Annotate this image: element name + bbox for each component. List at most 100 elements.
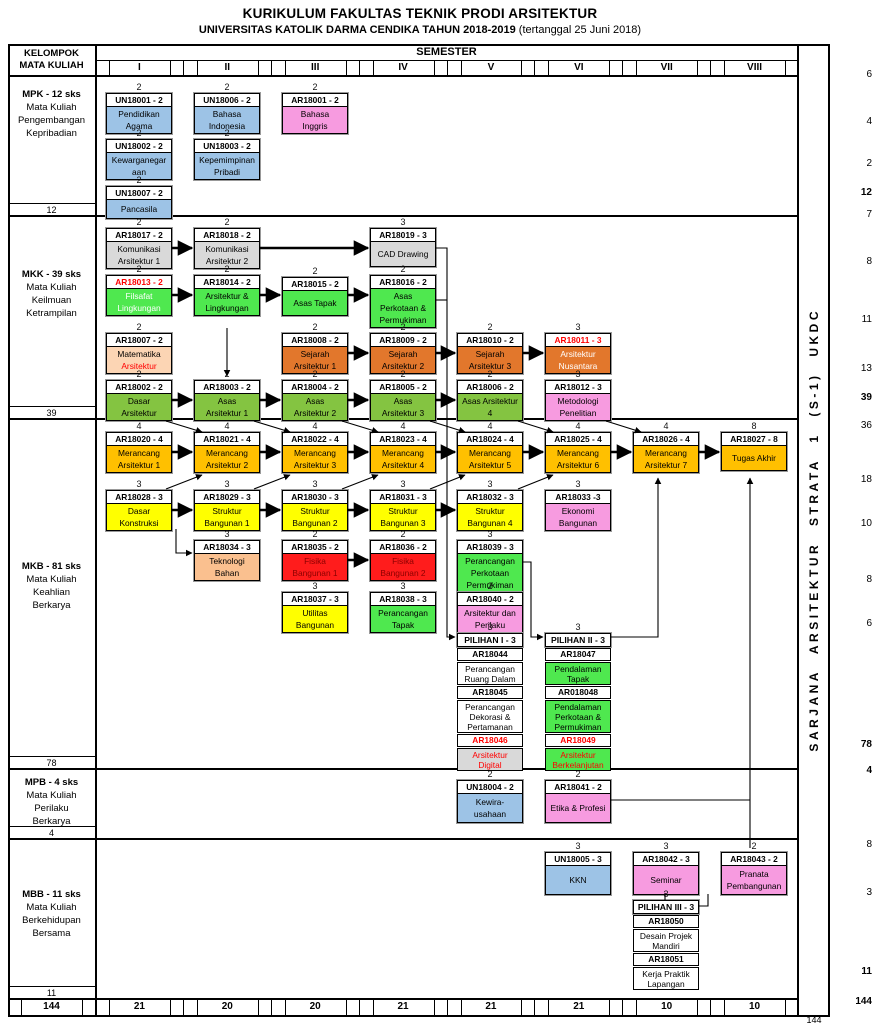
- semester-total-VI: 21: [534, 998, 622, 1016]
- course-credit: 2: [400, 529, 406, 539]
- course-name: Seminar: [634, 866, 698, 894]
- course-code: AR18002 - 2: [107, 381, 171, 394]
- totals-flank: [433, 998, 435, 1016]
- header-flank: [169, 60, 171, 75]
- header-flank: [724, 60, 726, 75]
- course-name: Asas Tapak: [283, 291, 347, 315]
- totals-flank: [636, 998, 638, 1016]
- header-bottom-border: [8, 75, 798, 77]
- subtitle-university: UNIVERSITAS KATOLIK DARMA CENDIKA TAHUN …: [198, 24, 516, 36]
- header-flank: [785, 60, 786, 75]
- course-code: AR18004 - 2: [283, 381, 347, 394]
- semester-total-I: 21: [95, 998, 183, 1016]
- row-sum: 6: [866, 618, 872, 629]
- course-code: AR18028 - 3: [107, 491, 171, 504]
- course-code: AR18042 - 3: [634, 853, 698, 866]
- course-code: AR18031 - 3: [371, 491, 435, 504]
- row-sum: 18: [860, 474, 872, 485]
- totals-flank: [21, 998, 22, 1016]
- semester-header-III: III: [270, 60, 359, 75]
- course-code: AR18035 - 2: [283, 541, 347, 554]
- row-sum: 8: [866, 574, 872, 585]
- totals-flank: [372, 998, 374, 1016]
- row-sum: 4: [866, 765, 872, 776]
- course-credit: 2: [312, 369, 318, 379]
- course-code: AR18014 - 2: [195, 276, 259, 289]
- course-code: AR18009 - 2: [371, 334, 435, 347]
- header-flank: [460, 60, 462, 75]
- course-code: AR18021 - 4: [195, 433, 259, 446]
- course-credit: 2: [136, 175, 142, 185]
- course-code: AR18022 - 4: [283, 433, 347, 446]
- flow-arrow: [699, 894, 709, 907]
- row-sum: 4: [866, 116, 872, 127]
- course-code: AR18038 - 3: [371, 593, 435, 606]
- elective-code: AR018048: [545, 686, 611, 699]
- course-name: Etika & Profesi: [546, 794, 610, 822]
- course-credit: 2: [400, 264, 406, 274]
- course-credit: 3: [400, 217, 406, 227]
- elective-code: AR18049: [545, 734, 611, 747]
- course-credit: 2: [487, 369, 493, 379]
- row-sum: 2: [866, 158, 872, 169]
- course-code: AR18027 - 8: [722, 433, 786, 446]
- totals-flank: [460, 998, 462, 1016]
- course-code: AR18012 - 3: [546, 381, 610, 394]
- page-title: KURIKULUM FAKULTAS TEKNIK PRODI ARSITEKT…: [242, 6, 598, 21]
- semester-header-I: I: [95, 60, 183, 75]
- subtitle-date: (tertanggal 25 Juni 2018): [515, 24, 642, 36]
- flow-arrow: [175, 529, 193, 557]
- header-flank: [196, 60, 198, 75]
- semester-total-IV: 21: [358, 998, 447, 1016]
- course-credit: 3: [487, 529, 493, 539]
- header-flank: [548, 60, 550, 75]
- course-credit: 2: [312, 529, 318, 539]
- course-code: AR18032 - 3: [458, 491, 522, 504]
- semester-header-II: II: [182, 60, 271, 75]
- course-credit: 2: [575, 769, 581, 779]
- course-code: AR18011 - 3: [546, 334, 610, 347]
- semester-total-II: 20: [182, 998, 271, 1016]
- semester-header-VII: VII: [622, 60, 710, 75]
- grand-total-small: 144: [806, 1015, 822, 1024]
- semester-band-label: SEMESTER: [416, 46, 477, 58]
- course-code: AR18013 - 2: [107, 276, 171, 289]
- row-sum: 36: [860, 420, 872, 431]
- group-total-cell: 144: [8, 998, 95, 1016]
- course-credit: 2: [136, 369, 142, 379]
- row-sum: 11: [861, 314, 872, 325]
- elective-code: AR18044: [457, 648, 523, 661]
